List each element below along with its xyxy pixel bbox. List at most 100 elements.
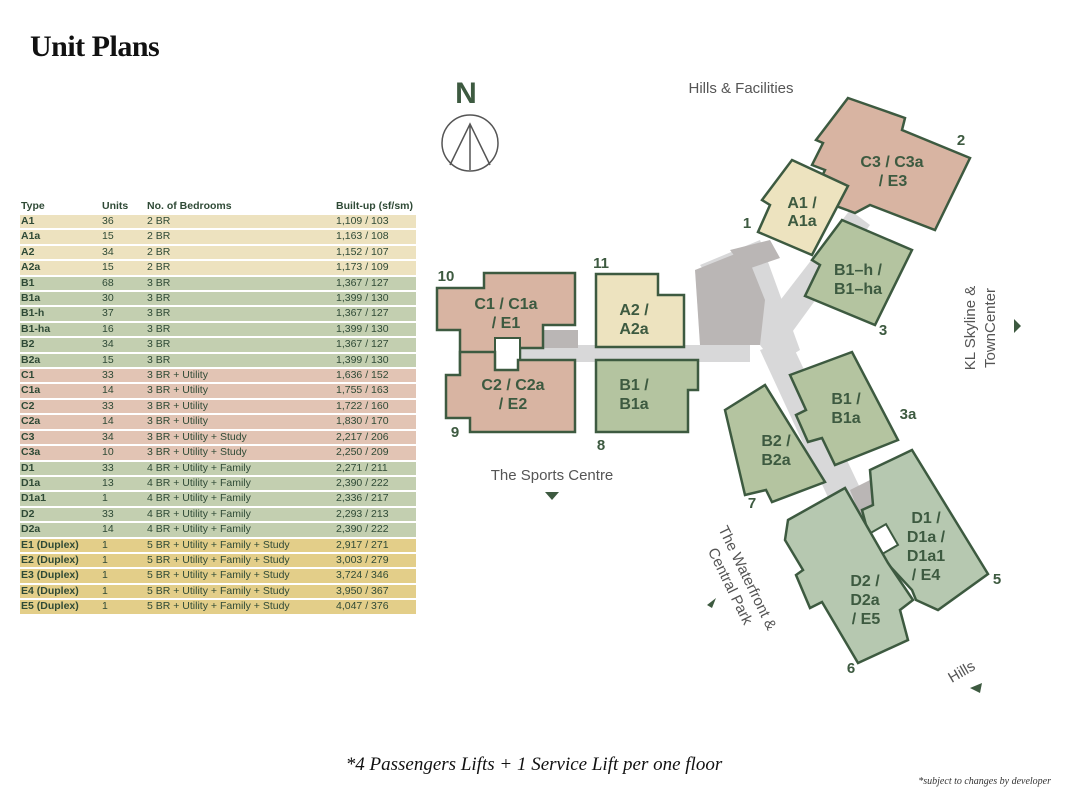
cell-type: C2a	[20, 415, 101, 429]
cell-bedrooms: 2 BR	[146, 261, 335, 275]
corridor-west	[520, 345, 750, 362]
cell-type: B1a	[20, 292, 101, 306]
service-core-north	[730, 240, 780, 270]
block-b1-8[interactable]	[594, 358, 700, 434]
cell-units: 1	[101, 492, 146, 506]
lift-footnote: *4 Passengers Lifts + 1 Service Lift per…	[345, 754, 723, 775]
label-kl-skyline-2: TownCenter	[982, 288, 999, 368]
cell-units: 16	[101, 322, 146, 337]
table-header-row: Type Units No. of Bedrooms Built-up (sf/…	[20, 200, 416, 213]
cell-builtup: 4,047 / 376	[335, 600, 416, 614]
cell-type: A2a	[20, 261, 101, 275]
block-a1[interactable]	[756, 158, 850, 257]
cell-builtup: 2,217 / 206	[335, 430, 416, 445]
cell-builtup: 1,399 / 130	[335, 292, 416, 306]
cell-builtup: 2,390 / 222	[335, 523, 416, 537]
cell-bedrooms: 3 BR + Utility	[146, 399, 335, 414]
block-b1-3a[interactable]	[788, 350, 900, 467]
block-number-3a: 3a	[900, 406, 917, 423]
cell-type: D1a1	[20, 492, 101, 506]
block-b2[interactable]	[723, 383, 827, 504]
block-d1-label-4: / E4	[912, 567, 941, 584]
block-b1-3a-label-1: B1 /	[831, 391, 861, 408]
cell-bedrooms: 3 BR	[146, 276, 335, 291]
cell-units: 10	[101, 446, 146, 460]
block-c3-label-1: C3 / C3a	[860, 154, 923, 171]
block-c3[interactable]	[810, 96, 972, 232]
block-c2[interactable]	[444, 350, 577, 434]
block-d2[interactable]	[783, 486, 915, 665]
arrow-southwest-icon	[707, 598, 716, 608]
block-number-1: 1	[743, 215, 751, 232]
cell-builtup: 1,173 / 109	[335, 261, 416, 275]
cell-units: 30	[101, 292, 146, 306]
compass-label: N	[455, 77, 477, 110]
cell-builtup: 1,152 / 107	[335, 245, 416, 260]
cell-units: 14	[101, 384, 146, 398]
unit-types-table: Type Units No. of Bedrooms Built-up (sf/…	[20, 198, 416, 616]
arrow-right-icon	[1014, 319, 1021, 333]
cell-units: 1	[101, 569, 146, 583]
cell-bedrooms: 3 BR	[146, 307, 335, 321]
cell-units: 15	[101, 230, 146, 244]
cell-builtup: 2,271 / 211	[335, 461, 416, 475]
cell-units: 1	[101, 584, 146, 599]
cell-type: E3 (Duplex)	[20, 569, 101, 583]
cell-type: D1a	[20, 476, 101, 491]
cell-builtup: 2,293 / 213	[335, 507, 416, 522]
cell-builtup: 2,250 / 209	[335, 446, 416, 460]
page-title: Unit Plans	[30, 30, 160, 63]
block-number-8: 8	[597, 437, 605, 454]
cell-builtup: 2,917 / 271	[335, 538, 416, 552]
cell-builtup: 1,399 / 130	[335, 322, 416, 337]
compass-arrow-icon	[449, 122, 491, 170]
block-a2[interactable]	[594, 272, 686, 349]
cell-builtup: 1,163 / 108	[335, 230, 416, 244]
block-number-9: 9	[451, 424, 459, 441]
cell-builtup: 2,336 / 217	[335, 492, 416, 506]
cell-units: 33	[101, 369, 146, 383]
label-hills-facilities: Hills & Facilities	[688, 80, 793, 97]
block-d2-label-1: D2 /	[850, 573, 880, 590]
block-d1-label-3: D1a1	[907, 548, 945, 565]
cell-units: 33	[101, 399, 146, 414]
label-hills: Hills	[945, 658, 978, 687]
cell-bedrooms: 5 BR + Utility + Family + Study	[146, 538, 335, 552]
cell-builtup: 3,003 / 279	[335, 553, 416, 568]
compass-circle	[441, 114, 499, 172]
block-c1-void	[494, 337, 521, 371]
cell-type: E4 (Duplex)	[20, 584, 101, 599]
block-b1-3a-label-2: B1a	[831, 410, 860, 427]
block-c1[interactable]	[435, 271, 577, 372]
cell-type: B2	[20, 338, 101, 352]
cell-bedrooms: 3 BR + Utility	[146, 415, 335, 429]
block-b1h[interactable]	[803, 218, 914, 327]
cell-units: 14	[101, 523, 146, 537]
cell-bedrooms: 3 BR	[146, 338, 335, 352]
block-number-5: 5	[993, 571, 1001, 588]
cell-builtup: 1,636 / 152	[335, 369, 416, 383]
cell-type: C1a	[20, 384, 101, 398]
block-d1-label-2: D1a /	[907, 529, 946, 546]
cell-units: 1	[101, 600, 146, 614]
header-units: Units	[102, 200, 129, 212]
cell-builtup: 3,950 / 367	[335, 584, 416, 599]
cell-bedrooms: 5 BR + Utility + Family + Study	[146, 600, 335, 614]
block-number-10: 10	[438, 268, 455, 285]
cell-builtup: 1,109 / 103	[335, 215, 416, 229]
service-core-c1	[540, 330, 578, 348]
cell-bedrooms: 4 BR + Utility + Family	[146, 476, 335, 491]
